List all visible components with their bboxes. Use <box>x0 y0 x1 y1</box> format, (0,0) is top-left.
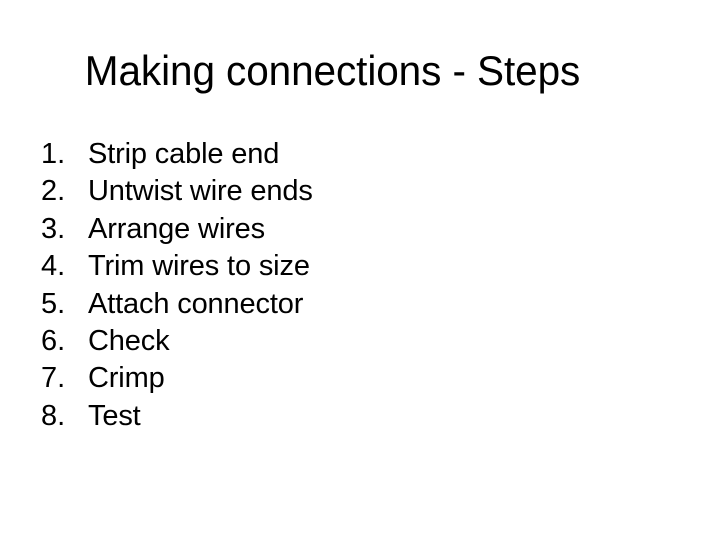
list-item-number: 8. <box>41 399 66 432</box>
list-item: 3. Arrange wires <box>41 212 601 252</box>
list-item-label: Arrange wires <box>88 212 265 245</box>
list-item: 4. Trim wires to size <box>41 252 601 289</box>
steps-list: 1. Strip cable end 2. Untwist wire ends … <box>41 140 601 439</box>
list-item: 8. Test <box>41 399 601 439</box>
list-item-number: 7. <box>41 362 66 395</box>
list-item-number: 1. <box>41 138 66 170</box>
list-item: 2. Untwist wire ends <box>41 177 601 214</box>
list-item-number: 2. <box>41 175 66 208</box>
list-item: 7. Crimp <box>41 364 601 401</box>
list-item-label: Trim wires to size <box>88 250 310 283</box>
page-title: Making connections - Steps <box>84 47 581 94</box>
list-item-label: Crimp <box>88 362 165 395</box>
list-item: 1. Strip cable end <box>41 140 601 177</box>
list-item: 6. Check <box>41 324 601 364</box>
list-item-number: 4. <box>41 250 66 283</box>
list-item-label: Strip cable end <box>88 138 280 170</box>
list-item-label: Test <box>88 399 141 432</box>
list-item-label: Check <box>88 324 170 357</box>
list-item-number: 3. <box>41 212 66 245</box>
list-item-label: Attach connector <box>88 287 304 320</box>
list-item-label: Untwist wire ends <box>88 175 313 208</box>
list-item-number: 5. <box>41 287 66 320</box>
list-item-number: 6. <box>41 324 66 357</box>
list-item: 5. Attach connector <box>41 287 601 327</box>
